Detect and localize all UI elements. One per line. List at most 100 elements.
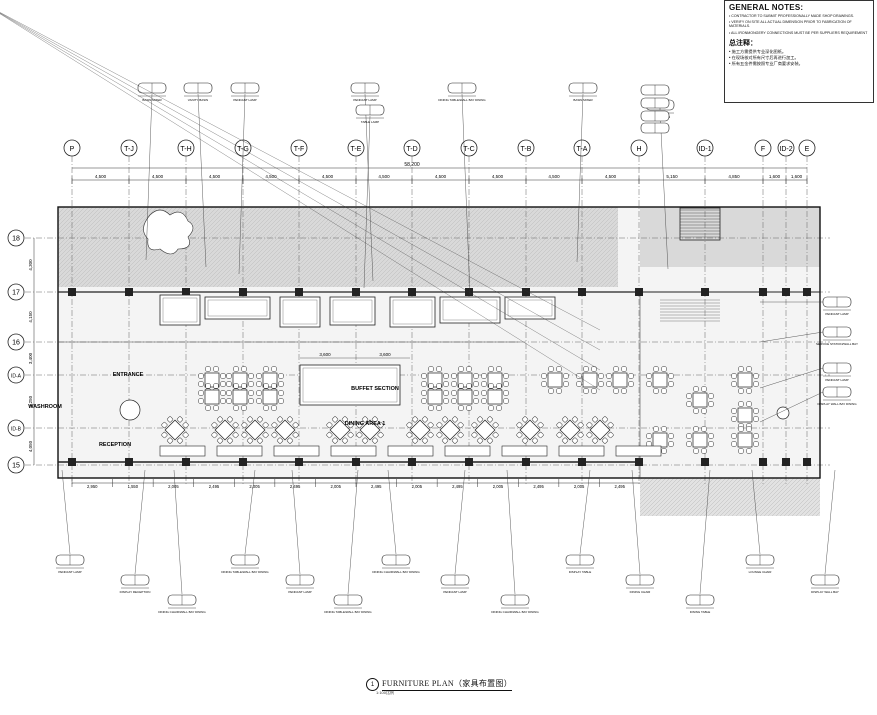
- callout-tag-label: PENDANT LAMP: [825, 378, 848, 382]
- dining-chair: [421, 437, 429, 444]
- top-dimension-text: 5,150: [666, 174, 678, 179]
- dining-chair: [211, 421, 218, 429]
- grid-bubble-label: T-J: [124, 146, 134, 153]
- grid-bubble-label: T-B: [521, 146, 532, 153]
- dining-chair: [496, 405, 502, 411]
- dining-chair: [466, 383, 472, 389]
- dining-chair: [226, 373, 232, 379]
- dining-chair: [708, 401, 714, 407]
- dining-chair: [556, 431, 563, 439]
- dining-chair: [653, 388, 659, 394]
- left-dimension-text: 4,150: [28, 311, 33, 323]
- grid-bubble: [7, 366, 25, 384]
- dining-chair: [248, 398, 254, 404]
- bottom-callout-tag: PENDANT LAMP: [285, 574, 315, 594]
- dining-chair: [701, 386, 707, 392]
- grid-bubble-label: P: [70, 146, 75, 153]
- note-cn-item: • 在现场核对所有尺寸后再进行加工。: [729, 55, 799, 61]
- banquette-bench: [558, 445, 605, 457]
- dining-chair: [263, 366, 269, 372]
- dining-chair: [746, 401, 752, 407]
- dining-chair: [256, 373, 262, 379]
- dining-chair: [451, 381, 457, 387]
- dining-chair: [421, 381, 427, 387]
- dining-chair: [292, 431, 299, 439]
- dining-table-set: [646, 366, 674, 394]
- dining-chair: [731, 408, 737, 414]
- top-dimension-text: 4,500: [605, 174, 617, 179]
- dining-table: [612, 372, 628, 388]
- grid-bubble: [120, 139, 138, 157]
- dining-chair: [473, 390, 479, 396]
- dining-chair: [481, 381, 487, 387]
- dining-chair: [451, 373, 457, 379]
- callout-tag-label: LOUNGE CHAIR: [749, 570, 773, 574]
- dining-chair: [753, 416, 759, 422]
- callout-tag-label: DINING TABLE/WALL BAY DINING: [221, 570, 269, 574]
- dining-chair: [577, 431, 584, 439]
- dining-chair: [473, 373, 479, 379]
- callout-tag-label: DINING CHAIR/WALL BAY DINING: [372, 570, 420, 574]
- left-dimension-text: 3,400: [28, 352, 33, 364]
- top-dimension-text: 4,500: [548, 174, 560, 179]
- callout-leader: [454, 469, 466, 575]
- note-cn-item: • 施工方需提供专业深化图纸。: [729, 48, 787, 54]
- dining-chair: [246, 416, 254, 423]
- dining-table: [519, 419, 541, 441]
- dining-table: [439, 419, 461, 441]
- structural-column: [68, 458, 76, 466]
- dining-chair: [436, 421, 443, 429]
- callout-leader: [387, 469, 397, 555]
- grid-bubble-label: T-F: [294, 146, 305, 153]
- dining-chair: [427, 431, 434, 439]
- dining-chair: [441, 437, 449, 444]
- dining-chair: [443, 390, 449, 396]
- dining-chair: [548, 366, 554, 372]
- dining-chair: [271, 366, 277, 372]
- dining-table-set: [356, 416, 384, 444]
- grid-bubble-label: T-A: [577, 146, 588, 153]
- banquette-bench: [501, 445, 548, 457]
- grid-bubble: [63, 139, 81, 157]
- dining-chair: [531, 416, 539, 423]
- bottom-dimension-text: 2,495: [371, 484, 382, 489]
- dining-table: [232, 389, 248, 405]
- bottom-dimension-text: 2,495: [290, 484, 301, 489]
- structural-column: [759, 458, 767, 466]
- dining-chair: [166, 416, 174, 423]
- dining-chair: [537, 421, 544, 429]
- callout-leader: [244, 469, 256, 555]
- dining-table-set: [161, 416, 189, 444]
- grid-bubble-label: T-D: [406, 146, 417, 153]
- dining-chair: [753, 441, 759, 447]
- dining-chair: [653, 366, 659, 372]
- grid-bubble: [7, 419, 25, 437]
- left-dimension-text: 2,250: [28, 395, 33, 407]
- dining-chair: [428, 405, 434, 411]
- dining-chair: [451, 416, 459, 423]
- notes-cn-list: • 施工方需提供专业深化图纸。 • 在现场核对所有尺寸后再进行加工。 • 所有五…: [729, 48, 869, 67]
- dining-chair: [213, 405, 219, 411]
- callout-tag-label: DINING CHAIR/WALL BAY DINING: [491, 610, 539, 614]
- dining-chair: [701, 448, 707, 454]
- grid-bubble: [7, 229, 25, 247]
- buffet-counter-inner: [162, 297, 198, 323]
- callout-tag-label: DINING TABLE/WALL BAY DINING: [324, 610, 372, 614]
- dining-chair: [556, 366, 562, 372]
- dining-table-set: [406, 416, 434, 444]
- dining-table: [737, 407, 753, 423]
- dining-chair: [331, 437, 339, 444]
- dining-chair: [451, 437, 459, 444]
- structural-column: [701, 288, 709, 296]
- dining-chair: [731, 416, 737, 422]
- dining-chair: [198, 390, 204, 396]
- dining-chair: [286, 416, 294, 423]
- dining-table-set: [586, 416, 614, 444]
- stacked-callout-tag: [640, 122, 670, 134]
- grid-bubble-label: ID-A: [11, 374, 22, 380]
- grid-bubble: [290, 139, 308, 157]
- hatched-zone-bottom: [640, 478, 820, 516]
- dining-chair: [563, 381, 569, 387]
- callout-tag-label: PENDANT LAMP: [58, 570, 81, 574]
